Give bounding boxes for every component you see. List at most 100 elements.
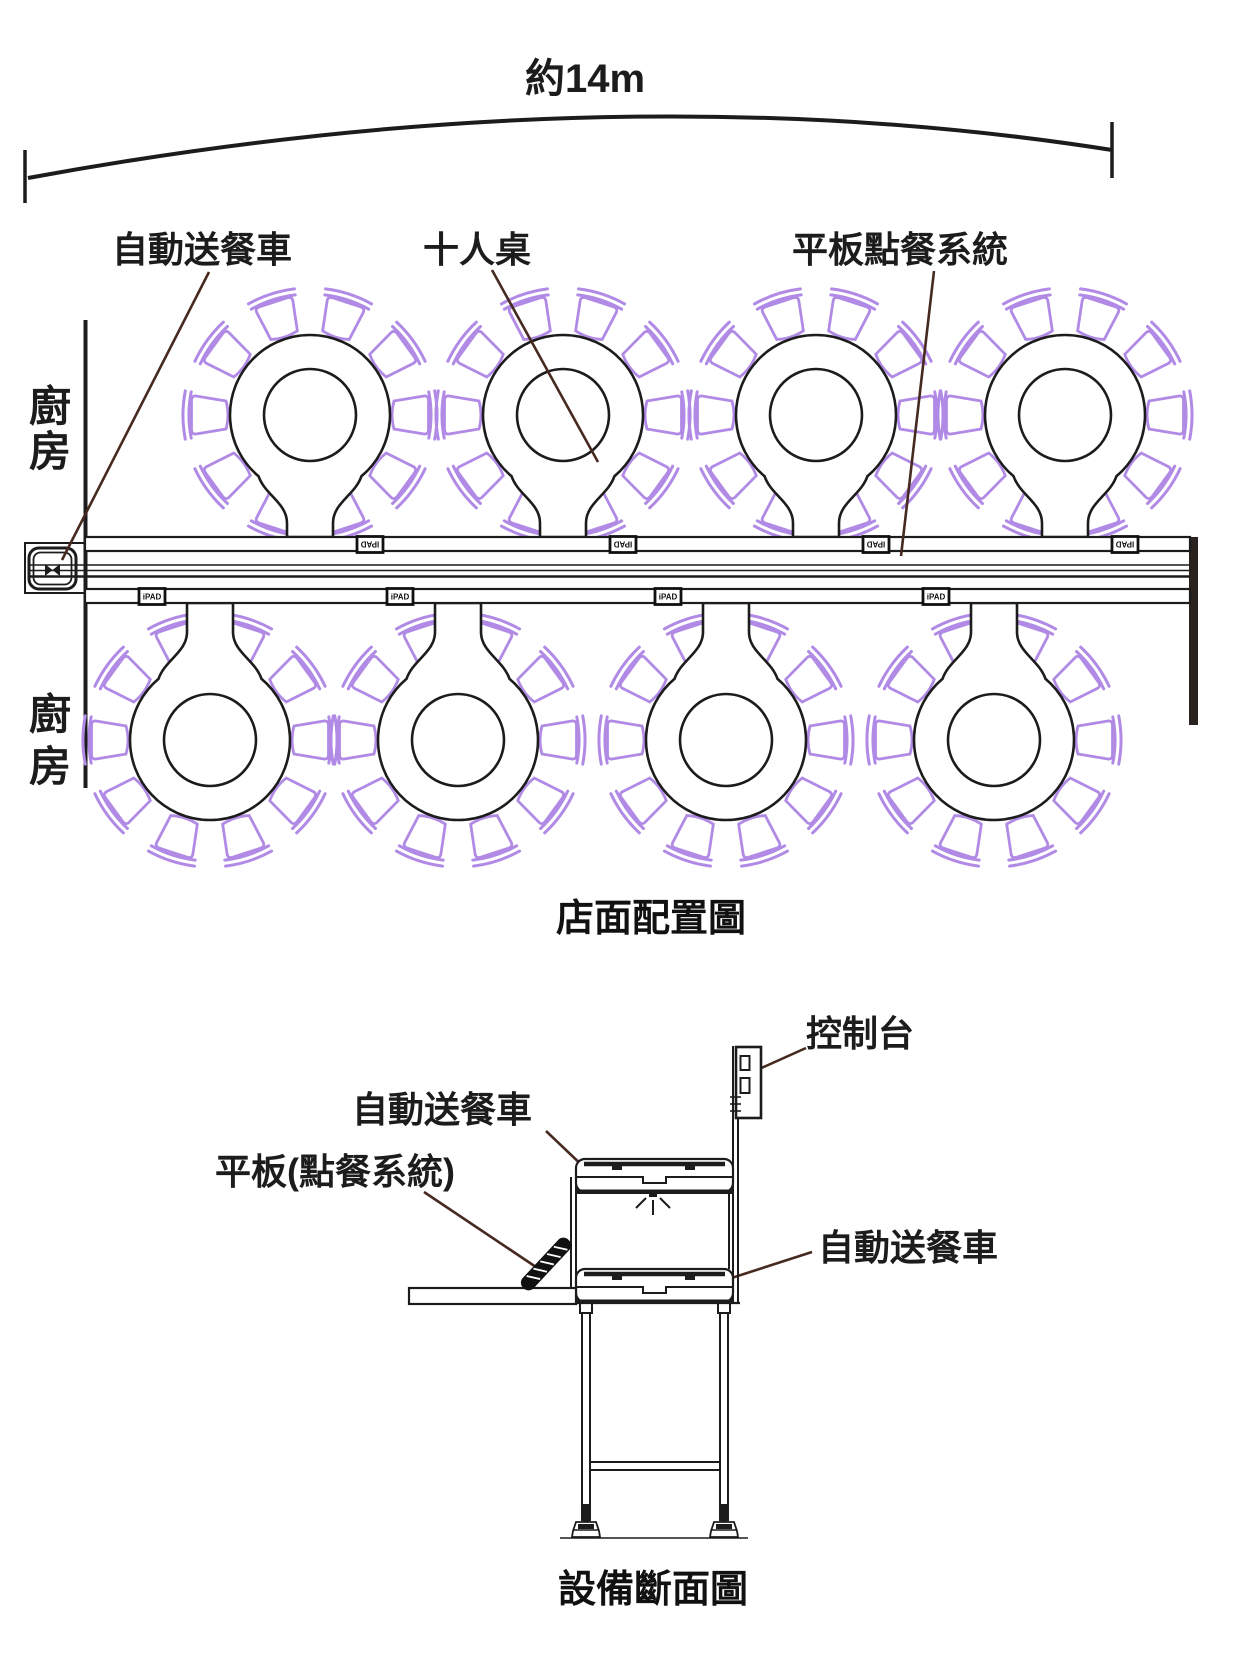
- chair-back-arc: [830, 287, 880, 306]
- ipad-marker-top: [355, 535, 385, 554]
- chair-back-arc: [897, 464, 928, 506]
- chair-back-arc: [395, 467, 427, 510]
- chair-back-arc: [93, 792, 125, 835]
- chair-back-arc: [687, 389, 693, 441]
- lazy-susan: [1017, 367, 1113, 463]
- ipad-marker-bottom: [385, 587, 415, 606]
- chair: [643, 389, 692, 441]
- chair: [499, 287, 552, 341]
- tray-upper: [574, 1157, 735, 1194]
- chair-back-arc: [901, 320, 933, 363]
- chair-seat: [957, 451, 1007, 501]
- chair: [434, 389, 483, 441]
- console-button-1: [739, 1055, 751, 1071]
- cart-body: [27, 546, 78, 591]
- chair-back-arc: [249, 293, 297, 311]
- sensor-mark-icon: [635, 1191, 671, 1215]
- section-label-cart-top: 自動送餐車: [352, 1089, 532, 1130]
- chair: [341, 645, 400, 704]
- chair: [246, 287, 299, 341]
- chair-back-arc: [740, 849, 790, 868]
- ipad-marker-bottom: [653, 587, 683, 606]
- chair-back-arc: [329, 714, 335, 766]
- chair-back-arc: [341, 645, 373, 688]
- lazy-susan: [162, 692, 258, 788]
- chair-seat: [321, 296, 366, 341]
- chair-back-arc: [1188, 389, 1194, 441]
- chair-back-arc: [936, 389, 942, 441]
- tray-notch-line: [576, 1286, 733, 1294]
- chair-back-arc: [597, 714, 603, 766]
- leader-to-table: [490, 269, 600, 463]
- chair: [268, 776, 327, 835]
- chair-back-arc: [662, 849, 712, 868]
- chair-seat: [268, 776, 318, 826]
- chair-seat: [606, 719, 646, 761]
- chair: [221, 814, 274, 868]
- chair-back-arc: [1075, 649, 1106, 691]
- chair-back-arc: [1111, 715, 1117, 765]
- chair-back-arc: [575, 715, 581, 765]
- chair-back-arc: [755, 293, 803, 311]
- label-auto-cart: 自動送餐車: [112, 229, 292, 270]
- chair-back-arc: [93, 645, 125, 688]
- chair-back-arc: [446, 467, 478, 510]
- chair-back-arc: [644, 324, 675, 366]
- chair-seat: [874, 719, 914, 761]
- chair: [621, 451, 680, 510]
- chair-back-arc: [1078, 293, 1126, 311]
- chair: [574, 287, 627, 341]
- chair-back-arc: [472, 849, 522, 868]
- chair-back-arc: [434, 389, 440, 441]
- chair-seat: [1005, 814, 1050, 859]
- chair-back-arc: [391, 324, 422, 366]
- console-button-2: [739, 1077, 751, 1094]
- chair: [936, 389, 985, 441]
- chair: [1052, 645, 1111, 704]
- console-pole: [730, 1045, 763, 1303]
- chair-seat: [350, 776, 400, 826]
- chair-back-arc: [699, 467, 731, 510]
- chair-seat: [368, 329, 418, 379]
- chair-back-arc: [1079, 792, 1111, 835]
- chair-back-arc: [1075, 789, 1106, 831]
- tablet-device: [520, 1237, 572, 1291]
- trays-layer: [574, 1157, 735, 1304]
- chair: [1123, 320, 1182, 379]
- section-leader-lines: [423, 1046, 813, 1286]
- leader-to-cart: [60, 271, 211, 561]
- machine-stand: [560, 1302, 748, 1539]
- chair: [181, 389, 230, 441]
- chair-seat: [696, 394, 736, 436]
- chair-back-arc: [581, 714, 587, 766]
- tables-layer: [81, 287, 1194, 868]
- foot-right: [708, 1504, 740, 1538]
- table-top: [687, 287, 945, 543]
- chair: [394, 814, 447, 868]
- chair-seat: [708, 451, 758, 501]
- chair-seat: [784, 654, 834, 704]
- section-label-console: 控制台: [806, 1013, 914, 1054]
- ipad-marker-top-label: IPAD: [1116, 540, 1135, 549]
- chair-seat: [1052, 776, 1102, 826]
- ipad-marker-top: [1110, 535, 1140, 554]
- chair-back-arc: [539, 649, 570, 691]
- chair-seat: [368, 451, 418, 501]
- chair: [877, 645, 936, 704]
- chair-seat: [390, 394, 430, 436]
- chair-seat: [90, 719, 130, 761]
- ipad-marker-top: [608, 535, 638, 554]
- chair: [341, 776, 400, 835]
- chair-back-arc: [397, 844, 445, 862]
- chair-back-arc: [502, 293, 550, 311]
- chair-back-arc: [471, 844, 519, 862]
- chair: [329, 714, 378, 766]
- chair-back-arc: [223, 844, 271, 862]
- chair: [784, 645, 843, 704]
- tray-tab: [612, 1276, 622, 1280]
- chair: [81, 714, 130, 766]
- chair-back-arc: [930, 849, 980, 868]
